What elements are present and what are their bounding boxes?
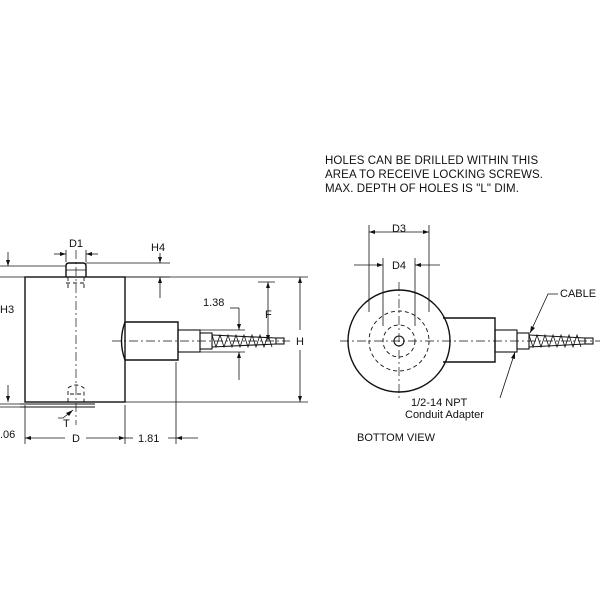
label-h: H [296,336,304,348]
label-d4: D4 [392,260,406,272]
label-1-81: 1.81 [138,433,159,445]
note-line-1: HOLES CAN BE DRILLED WITHIN THIS [325,155,538,167]
label-d3: D3 [392,223,406,235]
label-conduit-adapter: Conduit Adapter [405,409,484,421]
label-d1: D1 [69,238,83,250]
label-1-38: 1.38 [203,297,224,309]
label-npt: 1/2-14 NPT [411,397,468,409]
label-f: F [265,309,272,321]
label-h4: H4 [151,242,165,254]
note-line-2: AREA TO RECEIVE LOCKING SCREWS. [325,169,543,181]
label-cable: CABLE [560,288,596,300]
bottom-conduit-adapter [443,317,496,363]
bottom-view-title: BOTTOM VIEW [357,432,436,444]
side-view: D1 H3 H4 1.38 F [0,238,308,445]
label-d: D [72,433,80,445]
body-outline [24,276,126,403]
bottom-view: HOLES CAN BE DRILLED WITHIN THIS AREA TO… [325,155,600,444]
label-06: .06 [0,429,15,441]
label-t: T [63,418,70,430]
bottom-thread-hole [67,384,85,402]
label-h3: H3 [0,304,14,316]
note-line-3: MAX. DEPTH OF HOLES IS "L" DIM. [325,183,519,195]
